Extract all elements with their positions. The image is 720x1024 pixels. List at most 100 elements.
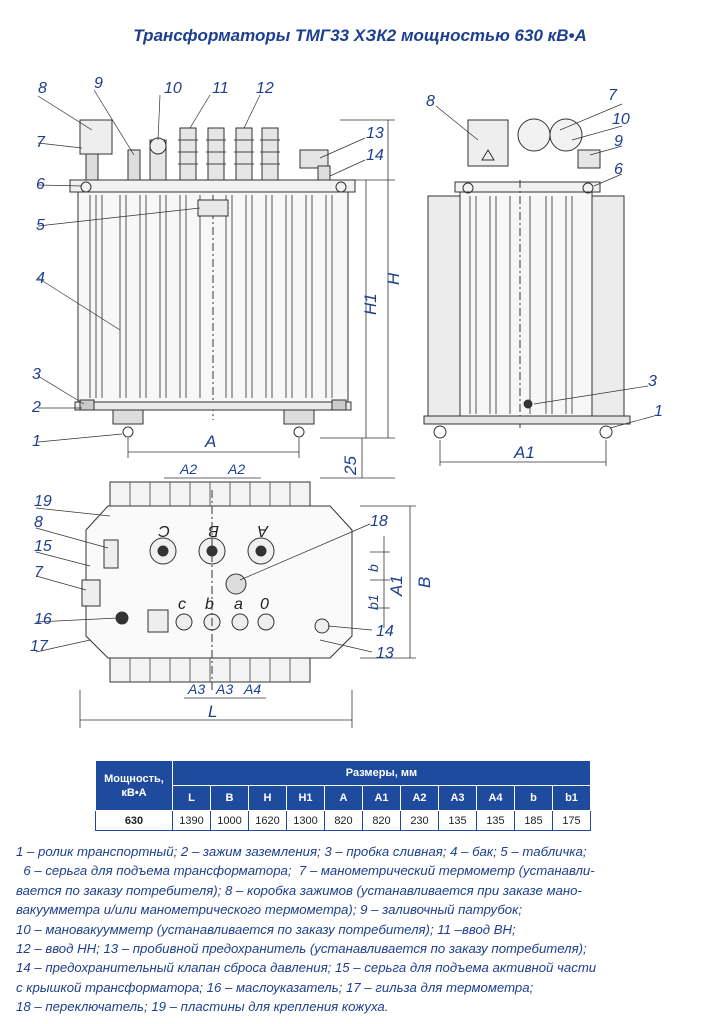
cell-A4: 135 <box>476 810 515 831</box>
side-callout-9: 9 <box>614 133 623 150</box>
tank-fins <box>89 195 333 398</box>
dim-b1-label: b1 <box>365 594 381 610</box>
lv-phase-b: b <box>205 596 214 613</box>
legend-line: 18 – переключатель; 19 – пластины для кр… <box>16 999 389 1015</box>
front-callout-13: 13 <box>366 125 384 142</box>
top-callout-16: 16 <box>34 611 52 628</box>
header-sizes: Размеры, мм <box>172 760 591 786</box>
bushings <box>149 127 279 181</box>
legend-line: вается по заказу потребителя); 8 – короб… <box>16 882 582 898</box>
top-leaders <box>35 507 373 653</box>
side-view <box>423 118 631 439</box>
cell-H1: 1300 <box>286 810 325 831</box>
side-callout-6: 6 <box>614 161 623 178</box>
legend-line: 14 – предохранительный клапан сброса дав… <box>16 960 597 976</box>
legend: 1 – ролик транспортный; 2 – зажим заземл… <box>16 842 716 1017</box>
front-view <box>69 119 356 438</box>
legend-line: 6 – серьга для подъема трансформатора; 7… <box>16 863 595 879</box>
cell-L: 1390 <box>172 810 211 831</box>
front-callout-9: 9 <box>94 75 103 92</box>
lv-phase-a: a <box>234 596 243 613</box>
dim-A2-right-label: A2 <box>227 461 245 477</box>
col-b: b <box>514 785 553 811</box>
col-A2: A2 <box>400 785 439 811</box>
front-callout-12: 12 <box>256 80 274 97</box>
side-callout-8: 8 <box>426 93 435 110</box>
front-callout-6: 6 <box>36 176 45 193</box>
hv-phase-B: B <box>208 522 219 539</box>
dim-25-label: 25 <box>341 456 360 476</box>
dim-A-label: A <box>204 432 216 451</box>
top-callout-15: 15 <box>34 538 52 555</box>
cell-A1: 820 <box>362 810 401 831</box>
hv-phase-A: A <box>257 522 269 539</box>
cell-A2: 230 <box>400 810 439 831</box>
side-callout-1: 1 <box>654 403 663 420</box>
dim-A1-side-label: A1 <box>513 443 535 462</box>
side-callout-10: 10 <box>612 111 630 128</box>
cell-A3: 135 <box>438 810 477 831</box>
front-callout-10: 10 <box>164 80 182 97</box>
front-leaders <box>37 89 366 443</box>
dim-b-label: b <box>365 564 381 572</box>
front-callout-2: 2 <box>31 399 41 416</box>
cell-b1: 175 <box>552 810 591 831</box>
col-A1: A1 <box>362 785 401 811</box>
cell-H: 1620 <box>248 810 287 831</box>
hv-phase-C: C <box>158 522 170 539</box>
cell-A: 820 <box>324 810 363 831</box>
dim-A3-left-label: A3 <box>187 681 205 697</box>
front-callout-5: 5 <box>36 217 45 234</box>
top-callout-18: 18 <box>370 513 388 530</box>
top-callout-17: 17 <box>30 638 49 655</box>
front-callout-3: 3 <box>32 366 41 383</box>
top-callout-8: 8 <box>34 514 43 531</box>
legend-line: 10 – мановакуумметр (устанавливается по … <box>16 921 516 937</box>
front-callout-1: 1 <box>32 433 41 450</box>
front-dimensions <box>127 119 395 479</box>
side-leaders <box>435 103 655 429</box>
table-row: 630 1390 1000 1620 1300 820 820 230 135 … <box>95 810 591 831</box>
side-dimensions <box>439 440 607 466</box>
side-callout-7: 7 <box>608 87 618 104</box>
cell-power: 630 <box>95 810 173 831</box>
legend-line: с крышкой трансформатора; 16 – маслоуказ… <box>16 979 534 995</box>
top-callout-7: 7 <box>34 564 44 581</box>
col-H: H <box>248 785 287 811</box>
legend-line: 1 – ролик транспортный; 2 – зажим заземл… <box>16 844 587 859</box>
transformer-drawing: A H1 H 25 8 9 10 11 12 7 13 14 6 5 4 3 2… <box>30 75 663 728</box>
bushing-ribs <box>178 139 280 165</box>
front-callout-8: 8 <box>38 80 47 97</box>
col-H1: H1 <box>286 785 325 811</box>
cell-B: 1000 <box>210 810 249 831</box>
dim-H-label: H <box>384 272 403 285</box>
col-A4: A4 <box>476 785 515 811</box>
front-callout-7: 7 <box>36 134 46 151</box>
dim-A3-right-label: A3 <box>215 681 233 697</box>
col-b1: b1 <box>552 785 591 811</box>
dimensions-table: Мощность, кВ•А Размеры, мм L B H H1 A A1… <box>95 760 591 831</box>
header-power: Мощность, кВ•А <box>95 760 173 811</box>
page-title: Трансформаторы ТМГ33 ХЗК2 мощностью 630 … <box>133 26 587 45</box>
dim-A4-label: A4 <box>243 681 261 697</box>
lv-phase-0: 0 <box>260 596 269 613</box>
dim-A1-top-label: A1 <box>387 575 406 597</box>
dim-B-label: B <box>415 577 434 588</box>
legend-line: вакуумметра и/или манометрического термо… <box>16 902 523 918</box>
col-A3: A3 <box>438 785 477 811</box>
legend-line: 12 – ввод НН; 13 – пробивной предохранит… <box>16 941 587 957</box>
side-callout-3: 3 <box>648 373 657 390</box>
front-callout-4: 4 <box>36 270 45 287</box>
front-callout-11: 11 <box>212 80 229 97</box>
top-dimensions <box>79 477 416 728</box>
col-A: A <box>324 785 363 811</box>
dim-A2-left-label: A2 <box>179 461 197 477</box>
lv-phase-c: c <box>178 596 186 613</box>
column-header-row: L B H H1 A A1 A2 A3 A4 b b1 <box>96 785 591 811</box>
cell-b: 185 <box>514 810 553 831</box>
col-L: L <box>172 785 211 811</box>
top-view <box>81 481 353 690</box>
front-callout-14: 14 <box>366 147 384 164</box>
top-callout-19: 19 <box>34 493 52 510</box>
top-callout-14: 14 <box>376 623 394 640</box>
